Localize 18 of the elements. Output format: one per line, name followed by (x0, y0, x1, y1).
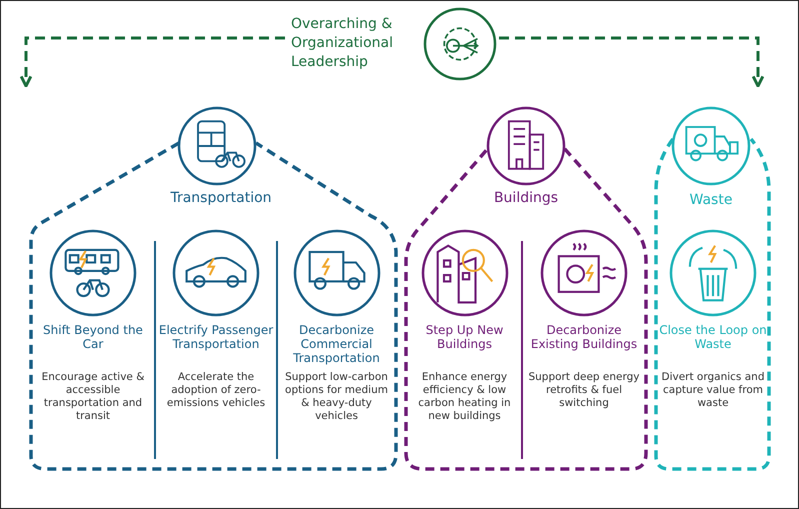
group-title: Buildings (492, 190, 560, 206)
section-title: Decarbonize Existing Buildings (530, 323, 638, 353)
description-text: Support low-carbon options for medium & heavy-duty vehicles (284, 371, 389, 423)
description-text: Accelerate the adoption of zero-emissions vehicles (166, 371, 266, 410)
section-title: Step Up New Buildings (424, 323, 504, 353)
heading-text: Overarching & Organizational Leadership (291, 15, 394, 72)
section-title: Decarbonize Commercial Transportation (292, 323, 381, 367)
description-text: Support deep energy retrofits & fuel switching (527, 371, 641, 410)
dashed-arrow (20, 36, 285, 88)
group-title: Transportation (169, 190, 273, 206)
description-text: Divert organics and capture value from waste (660, 371, 766, 410)
section-title: Shift Beyond the Car (42, 323, 144, 353)
description-text: Enhance energy efficiency & low carbon heating in new buildings (417, 371, 512, 423)
section-title: Electrify Passenger Transportation (158, 323, 274, 353)
description-text: Encourage active & accessible transportation and transit (40, 371, 146, 423)
dashed-arrow (499, 36, 764, 88)
section-title: Close the Loop on Waste (659, 323, 767, 353)
group-title: Waste (688, 192, 734, 208)
